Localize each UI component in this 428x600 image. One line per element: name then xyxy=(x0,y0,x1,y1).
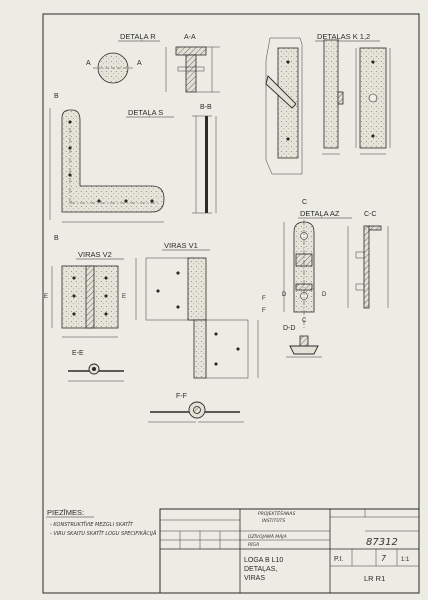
section-cc-view: C-C xyxy=(347,211,389,309)
hinge-v1-title: VIRAS V1 xyxy=(164,241,198,250)
sheet-code: P.I. xyxy=(334,556,344,563)
section-mark-d-right: D xyxy=(322,292,327,298)
drawing-title-1: LOGA B L10 xyxy=(244,557,283,564)
section-dd-view: D-D xyxy=(283,325,322,358)
section-mark-a-right: A xyxy=(137,60,142,67)
section-mark-f-top: F xyxy=(262,296,266,302)
section-ee-view: E-E xyxy=(68,350,124,382)
section-ff-view: F-F xyxy=(148,393,244,423)
drawing-number: 87312 xyxy=(366,537,398,548)
section-mark-f-bottom: F xyxy=(262,308,266,314)
section-mark-e-right: E xyxy=(122,294,126,300)
notes-heading: PIEZĪMES: xyxy=(47,508,84,517)
section-bb-view: B-B xyxy=(192,104,217,214)
detail-az-title: DETAĻA AZ xyxy=(300,209,340,218)
sheet-number: 7 xyxy=(381,554,387,563)
notes-line-1: - KONSTRUKTĪVIE MEZGLI SKATĪT xyxy=(50,521,134,528)
section-ff-title: F-F xyxy=(176,393,187,400)
section-aa-title: A-A xyxy=(184,34,196,41)
section-aa-view: A-A xyxy=(165,34,220,93)
title-block: PROJEKTĒŠANAS INSTITŪTS DZĪVOJAMĀ MĀJA R… xyxy=(159,508,420,594)
detail-s-view: DETAĻA S B B xyxy=(49,93,174,242)
detail-s-title: DETAĻA S xyxy=(128,108,163,117)
hinge-v1-view: VIRAS V1 F F xyxy=(135,241,266,379)
drawing-title-2: DETAĻAS, xyxy=(244,566,277,573)
detail-k12-view: DETAĻAS K 1,2 xyxy=(265,32,391,175)
detail-k12-title: DETAĻAS K 1,2 xyxy=(317,32,370,41)
hinge-v2-view: VIRAS V2 E E xyxy=(44,250,126,338)
section-mark-b-bottom: B xyxy=(54,235,59,242)
project-line-1: DZĪVOJAMĀ MĀJA xyxy=(248,533,287,540)
part-code: LR R1 xyxy=(364,574,385,583)
section-mark-c-top: C xyxy=(302,199,307,206)
detail-r-title: DETAĻA R xyxy=(120,32,156,41)
section-mark-d-left: D xyxy=(282,292,287,298)
detail-r-view: DETAĻA R A A xyxy=(86,32,160,84)
detail-az-view: C DETAĻA AZ C D D xyxy=(282,199,352,330)
section-mark-e-left: E xyxy=(44,294,48,300)
section-bb-title: B-B xyxy=(200,104,212,111)
hinge-v2-title: VIRAS V2 xyxy=(78,250,112,259)
project-line-2: RĪGĀ xyxy=(248,541,259,548)
section-mark-a-left: A xyxy=(86,60,91,67)
section-mark-b-top: B xyxy=(54,93,59,100)
section-cc-title: C-C xyxy=(364,211,376,218)
drawing-title-3: VIRAS xyxy=(244,575,265,582)
institute-line-1: PROJEKTĒŠANAS xyxy=(258,510,295,517)
notes-block: PIEZĪMES: - KONSTRUKTĪVIE MEZGLI SKATĪT … xyxy=(46,508,157,537)
section-mark-c-bottom: C xyxy=(302,318,307,324)
section-ee-title: E-E xyxy=(72,350,84,357)
scale: 1:1 xyxy=(401,557,410,563)
section-dd-title: D-D xyxy=(283,325,295,332)
institute-line-2: INSTITŪTS xyxy=(262,517,285,524)
notes-line-2: - VIRU SKAITU SKATĪT LOGU SPECIFIKĀCIJĀ xyxy=(50,530,157,537)
